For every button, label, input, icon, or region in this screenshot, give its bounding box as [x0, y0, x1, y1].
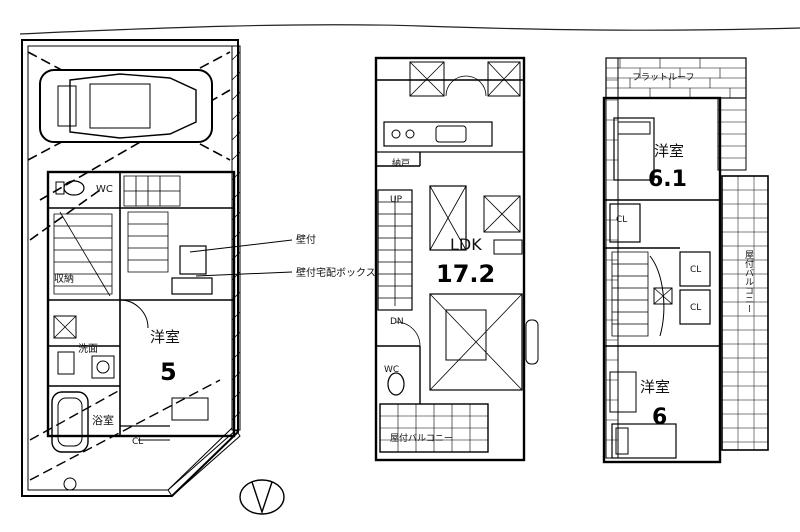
- f3-balcony-label: 屋付バルコニー: [743, 250, 754, 313]
- f1-room-name: 洋室: [150, 328, 180, 346]
- f3-closet-c-label: CL: [690, 303, 701, 313]
- floor3-plan: フラットルーフ 洋室 6.1 CL CL CL 洋室 6 屋付バルコニー: [602, 57, 769, 464]
- north-arrow-icon: [239, 479, 285, 515]
- f2-storage-label: 納戸: [392, 157, 410, 169]
- f2-up-label: UP: [390, 195, 403, 205]
- f2-balcony-label: 屋付バルコニー: [390, 433, 453, 444]
- floor2-plan: 納戸 UP DN WC LDK 17.2 屋付バルコニー: [374, 56, 539, 462]
- f3-flat-roof-label: フラットルーフ: [632, 72, 694, 83]
- f3-closet-b-label: CL: [690, 265, 701, 275]
- f2-ldk-label: LDK: [450, 235, 482, 254]
- f3-closet-a-label: CL: [616, 215, 627, 225]
- f1-bath-label: 浴室: [92, 413, 114, 427]
- f1-closet-label: CL: [132, 437, 143, 447]
- callout-wall-post: 壁付: [296, 233, 316, 246]
- f3-room2-name: 洋室: [640, 378, 670, 396]
- f3-room1-size: 6.1: [648, 167, 687, 192]
- f3-room2-size: 6: [652, 405, 667, 430]
- f1-wash-label: 洗面: [78, 343, 98, 355]
- f1-wc-label: WC: [96, 184, 113, 195]
- callouts: 壁付 壁付宅配ボックス: [189, 233, 376, 279]
- car-icon: [39, 69, 213, 143]
- f2-dn-label: DN: [390, 317, 404, 327]
- f2-ldk-size: 17.2: [436, 260, 495, 288]
- f2-wc-label: WC: [384, 365, 399, 375]
- floor1-plan: WC 収納 洗面 浴室 CL 洋室 5: [21, 39, 241, 497]
- callout-wall-delivery-box: 壁付宅配ボックス: [296, 266, 376, 279]
- f1-storage-label: 収納: [54, 272, 74, 285]
- f1-room-size: 5: [160, 358, 177, 386]
- f3-room1-name: 洋室: [654, 142, 684, 160]
